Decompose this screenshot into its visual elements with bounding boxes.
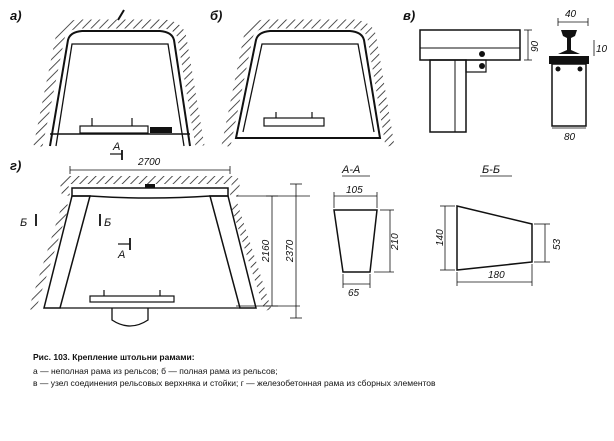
panel-g-concrete-frame [28, 150, 310, 327]
panel-v-rail-joint-node [419, 18, 595, 133]
section-aa-profile [333, 175, 394, 288]
dim-top-width: 2700 [137, 157, 161, 168]
dim-aa-top: 105 [346, 185, 363, 196]
dim-v-height: 90 [530, 40, 541, 52]
section-mark-b-right: Б [104, 217, 111, 229]
panel-a-partial-rail-frame [33, 9, 205, 147]
section-aa-title: А-А [341, 164, 360, 176]
dim-aa-bottom: 65 [348, 288, 360, 299]
dim-aa-height: 210 [390, 233, 401, 251]
dim-v-small: 10 [596, 44, 608, 55]
panel-b-full-rail-frame [221, 19, 395, 147]
dim-inner-height: 2160 [261, 239, 272, 263]
dim-outer-height: 2370 [285, 239, 296, 263]
panel-a-label: а) [10, 8, 22, 23]
dim-bb-length: 180 [488, 270, 505, 281]
dim-bb-left: 140 [435, 229, 446, 246]
dim-bb-right: 53 [552, 238, 563, 250]
caption-title: Рис. 103. Крепление штольни рамами: [33, 352, 195, 362]
dim-v-width-top: 40 [565, 9, 577, 20]
section-mark-a-bottom: А [117, 249, 125, 261]
panel-v-label: в) [403, 8, 415, 23]
section-mark-b-left: Б [20, 217, 27, 229]
dim-v-width-bottom: 80 [564, 132, 576, 143]
section-bb-title: Б-Б [482, 164, 500, 176]
section-bb-profile [440, 175, 550, 286]
caption-line-1: а — неполная рама из рельсов; б — полная… [33, 366, 278, 376]
panel-g-label: г) [10, 158, 21, 173]
section-mark-a-top: А [112, 141, 120, 153]
caption-line-2: в — узел соединения рельсовых верхняка и… [33, 378, 436, 388]
panel-b-label: б) [210, 8, 222, 23]
